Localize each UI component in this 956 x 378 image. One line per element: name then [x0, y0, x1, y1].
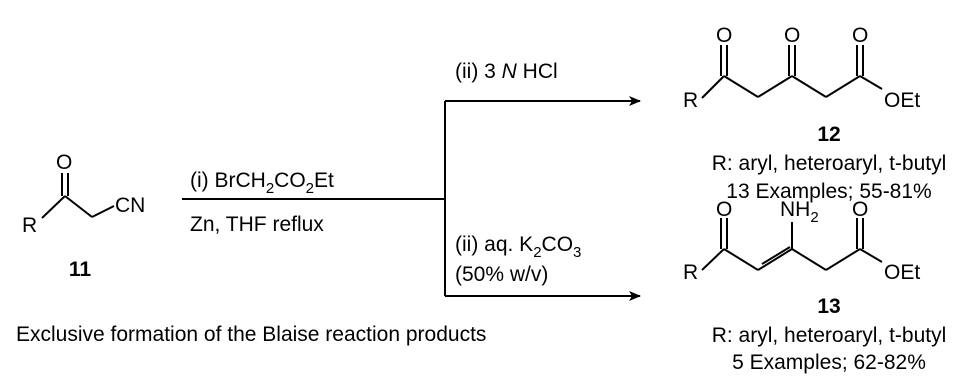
scope-13: R: aryl, heteroaryl, t-butyl — [712, 324, 947, 347]
nitrile-label-11: CN — [115, 194, 145, 217]
lower-reagent: (ii) aq. K2CO3 — [455, 233, 581, 261]
scope-12: R: aryl, heteroaryl, t-butyl — [712, 152, 947, 175]
oxygen-label-12a: O — [716, 24, 732, 47]
upper-reagent: (ii) 3 N HCl — [455, 60, 558, 83]
oxygen-label-12b: O — [784, 24, 800, 47]
oxygen-label-11: O — [56, 151, 72, 174]
oxygen-label-13a: O — [716, 198, 732, 221]
step1-reagent: (i) BrCH2CO2Et — [190, 169, 334, 197]
ester-label-13: OEt — [884, 261, 920, 284]
oxygen-label-13c: O — [852, 198, 868, 221]
amine-label-13: NH2 — [780, 198, 819, 226]
compound-number-11: 11 — [69, 258, 92, 281]
step1-conditions: Zn, THF reflux — [190, 213, 324, 236]
compound-number-13: 13 — [817, 295, 840, 318]
yield-12: 13 Examples; 55-81% — [726, 180, 931, 203]
r-group-label-12: R — [683, 89, 698, 112]
r-group-label-13: R — [683, 261, 698, 284]
oxygen-label-12c: O — [852, 24, 868, 47]
structure-11 — [41, 173, 115, 219]
footnote: Exclusive formation of the Blaise reacti… — [16, 323, 486, 346]
r-group-label-11: R — [22, 214, 37, 237]
structure-12 — [701, 45, 883, 99]
ester-label-12: OEt — [884, 89, 920, 112]
structure-13 — [701, 218, 883, 271]
lower-concentration: (50% w/v) — [455, 263, 548, 286]
yield-13: 5 Examples; 62-82% — [732, 351, 926, 374]
compound-number-12: 12 — [817, 123, 840, 146]
